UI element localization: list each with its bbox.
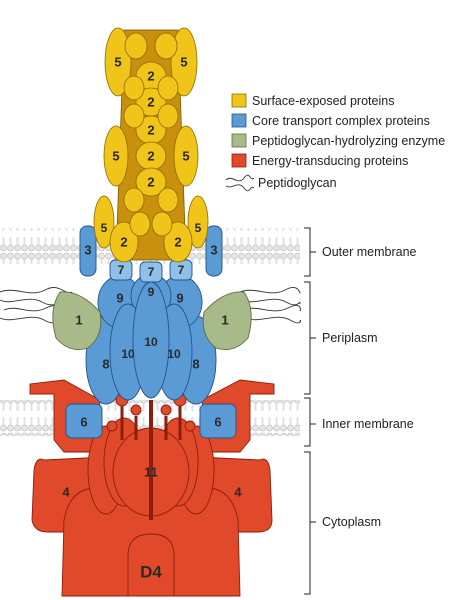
- label-5-base-left: 5: [101, 221, 108, 235]
- label-2-right: 2: [174, 235, 181, 250]
- legend-label-surface: Surface-exposed proteins: [252, 94, 394, 108]
- label-8-right: 8: [192, 357, 199, 372]
- label-10-center: 10: [144, 335, 158, 349]
- protein-number-labels: 5 5 2 2 2 5 2 5 2 5 2 2 5 3 3 7 7 7 9 9 …: [62, 55, 242, 582]
- label-3-left: 3: [84, 243, 91, 258]
- protein-5-left-base: [93, 195, 115, 249]
- surface-needle: [93, 27, 209, 263]
- label-5-base-right: 5: [195, 221, 202, 235]
- label-2-c: 2: [147, 123, 154, 138]
- legend: Surface-exposed proteins Core transport …: [225, 93, 445, 192]
- needle-sub-4: [157, 75, 179, 101]
- label-9-right: 9: [176, 291, 183, 306]
- protein-5-left-top: [104, 27, 132, 97]
- label-2-d: 2: [147, 149, 154, 164]
- legend-swatch-core: [231, 113, 247, 128]
- energy-transducing-assembly: [29, 379, 275, 597]
- label-2-b: 2: [147, 95, 154, 110]
- legend-peptidoglycan-icon: [225, 174, 255, 192]
- needle-sub-10: [151, 211, 173, 237]
- label-3-right: 3: [210, 243, 217, 258]
- legend-label-core: Core transport complex proteins: [252, 114, 430, 128]
- needle-sub-9: [129, 211, 151, 237]
- region-labels: Outer membrane Periplasm Inner membrane …: [322, 245, 417, 529]
- protein-1-right: [202, 291, 252, 351]
- label-2-e: 2: [147, 175, 154, 190]
- region-cytoplasm: Cytoplasm: [322, 515, 381, 529]
- protein-5-right-base: [187, 195, 209, 249]
- label-5-low-right: 5: [182, 149, 189, 164]
- bracket-outer-membrane: [304, 227, 316, 277]
- label-7-left: 7: [118, 263, 125, 277]
- legend-label-peptidoglycan-enzyme: Peptidoglycan-hydrolyzing enzyme: [252, 134, 445, 148]
- bracket-inner-membrane: [304, 397, 316, 447]
- needle-sub-1: [124, 32, 148, 60]
- label-5-low-left: 5: [112, 149, 119, 164]
- legend-label-energy: Energy-transducing proteins: [252, 154, 408, 168]
- label-11: 11: [144, 465, 158, 480]
- label-5-top-right: 5: [180, 55, 187, 70]
- label-9-left: 9: [116, 291, 123, 306]
- needle-sub-8: [157, 187, 179, 213]
- protein-1-left: [52, 291, 102, 351]
- protein-5-right-top: [170, 27, 198, 97]
- protein-5-right-low: [173, 125, 199, 187]
- bracket-periplasm: [304, 281, 316, 395]
- protein-6-right: [199, 403, 237, 439]
- core-transport-assembly: [65, 225, 237, 439]
- label-10-left: 10: [121, 347, 135, 361]
- bracket-cytoplasm: [304, 451, 316, 595]
- knob-left-3: [106, 420, 118, 432]
- label-9-center: 9: [148, 285, 155, 299]
- protein-2-e: [135, 167, 167, 197]
- knob-right-2: [160, 404, 172, 416]
- region-periplasm: Periplasm: [322, 331, 378, 345]
- label-5-top-left: 5: [114, 55, 121, 70]
- protein-2-right: [163, 221, 193, 263]
- needle-sub-3: [123, 75, 145, 101]
- needle-sub-7: [123, 187, 145, 213]
- label-10-right: 10: [167, 347, 181, 361]
- legend-label-peptidoglycan: Peptidoglycan: [258, 176, 337, 190]
- protein-3-left: [79, 225, 97, 277]
- protein-5-left-low: [103, 125, 129, 187]
- knob-right-3: [184, 420, 196, 432]
- protein-7-center: [139, 261, 163, 283]
- protein-3-right: [205, 225, 223, 277]
- peptidoglycan-right: [239, 287, 301, 324]
- d4-core: [127, 533, 175, 597]
- label-1-right: 1: [221, 313, 228, 328]
- label-7-center: 7: [148, 265, 155, 279]
- label-7-right: 7: [178, 263, 185, 277]
- region-inner-membrane: Inner membrane: [322, 417, 414, 431]
- legend-swatch-peptidoglycan-enzyme: [231, 133, 247, 148]
- needle-sub-5: [123, 103, 145, 129]
- label-2-a: 2: [147, 69, 154, 84]
- label-6-right: 6: [214, 415, 221, 430]
- protein-2-left: [109, 221, 139, 263]
- region-brackets: [304, 227, 316, 595]
- label-8-left: 8: [102, 357, 109, 372]
- label-4-left: 4: [62, 485, 70, 500]
- label-4-right: 4: [234, 485, 242, 500]
- label-6-left: 6: [80, 415, 87, 430]
- needle-sub-2: [154, 32, 178, 60]
- label-1-left: 1: [75, 313, 82, 328]
- label-d4: D4: [140, 563, 162, 582]
- legend-swatch-energy: [231, 153, 247, 168]
- protein-6-left: [65, 403, 103, 439]
- legend-swatch-surface: [231, 93, 247, 108]
- knob-left-2: [130, 404, 142, 416]
- needle-sub-6: [157, 103, 179, 129]
- region-outer-membrane: Outer membrane: [322, 245, 417, 259]
- label-2-left: 2: [120, 235, 127, 250]
